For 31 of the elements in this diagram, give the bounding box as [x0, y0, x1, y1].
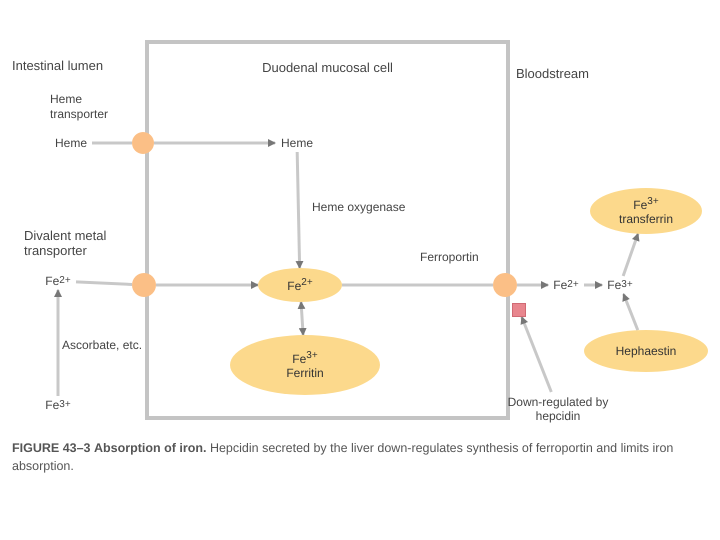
iron-ellipse: Fe$^{3+}$ transferrin: [590, 188, 702, 234]
arrow: [517, 281, 549, 289]
cell-title: Duodenal mucosal cell: [261, 60, 394, 75]
region-label: Bloodstream: [516, 66, 589, 81]
region-label: Divalent metal transporter: [24, 228, 108, 258]
species-label: Down-regulated by hepcidin: [506, 392, 610, 426]
transporter-label: Ferroportin: [420, 250, 480, 265]
cell-outline: [145, 40, 510, 420]
transporter-label: Heme transporter: [50, 92, 110, 122]
transporter-circle: [493, 273, 517, 297]
region-label: Intestinal lumen: [12, 58, 104, 73]
edge-label: Heme oxygenase: [312, 200, 406, 215]
inhibition-marker: [512, 303, 526, 317]
arrow: [154, 139, 276, 147]
arrow: [156, 281, 259, 289]
arrow: [520, 316, 553, 393]
transporter-circle: [132, 132, 154, 154]
species-label: Heme: [50, 134, 92, 152]
arrow: [622, 293, 640, 331]
arrow: [584, 281, 603, 289]
arrow: [54, 289, 62, 396]
transporter-circle: [132, 273, 156, 297]
arrow: [298, 301, 307, 336]
iron-ellipse: Hephaestin: [584, 330, 708, 372]
arrow: [296, 152, 304, 269]
figure-caption: FIGURE 43–3 Absorption of iron. Hepcidin secreted by the liver down-regulates synthesis of ferroportin and limits iron absorption.: [12, 440, 674, 475]
arrow: [622, 232, 640, 276]
edge-label: Ascorbate, etc.: [62, 338, 144, 353]
iron-ellipse: Fe$^{2+}$: [258, 268, 342, 302]
species-label: Heme: [275, 134, 319, 152]
iron-ellipse: Fe$^{3+}$ Ferritin: [230, 335, 380, 395]
